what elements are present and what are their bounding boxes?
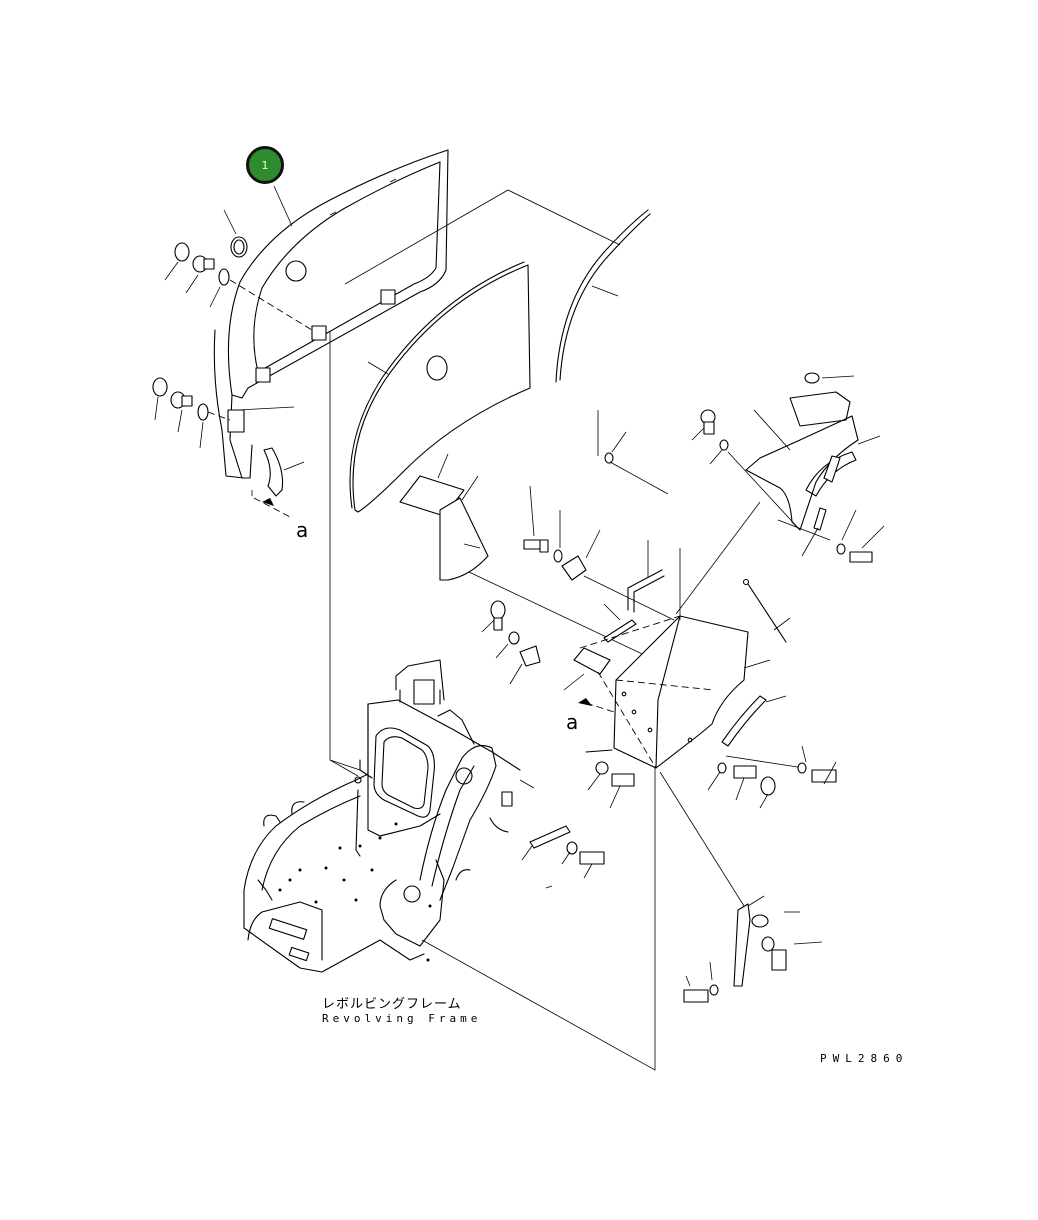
grommet: [223, 209, 248, 258]
frame-caption-japanese: レボルビングフレーム: [322, 997, 462, 1012]
frame-caption-english: Revolving Frame: [322, 1012, 482, 1025]
view-letter-a-lower: a: [566, 710, 579, 734]
upper-right-bracket: [675, 372, 885, 620]
lower-right-cover: [563, 615, 771, 769]
curved-side-panel: [349, 261, 531, 513]
left-fastener-group-upper: [164, 242, 313, 331]
revolving-frame: [243, 659, 521, 973]
callout-1-badge[interactable]: 1: [246, 146, 284, 184]
left-fastener-group-lower: [152, 377, 231, 449]
upper-cover-panel: [213, 149, 449, 479]
hinge-bracket: [501, 779, 605, 889]
view-arrows: [262, 498, 615, 713]
arc-strap: [721, 695, 787, 747]
callout-1-leader: [273, 185, 293, 227]
cover-strap-bracket: [237, 406, 305, 519]
curved-seal-strip: [555, 209, 651, 383]
bottom-right-bracket: [659, 771, 823, 1003]
lower-right-fasteners: [587, 745, 837, 809]
projection-lines: [329, 189, 656, 1071]
view-letter-a-upper: a: [296, 518, 309, 542]
link-rods: [603, 540, 791, 643]
callout-1-number: 1: [261, 158, 269, 172]
cover-pads: [399, 453, 489, 581]
drawing-code: PWL2860: [820, 1052, 909, 1065]
middle-fasteners: [481, 410, 675, 685]
